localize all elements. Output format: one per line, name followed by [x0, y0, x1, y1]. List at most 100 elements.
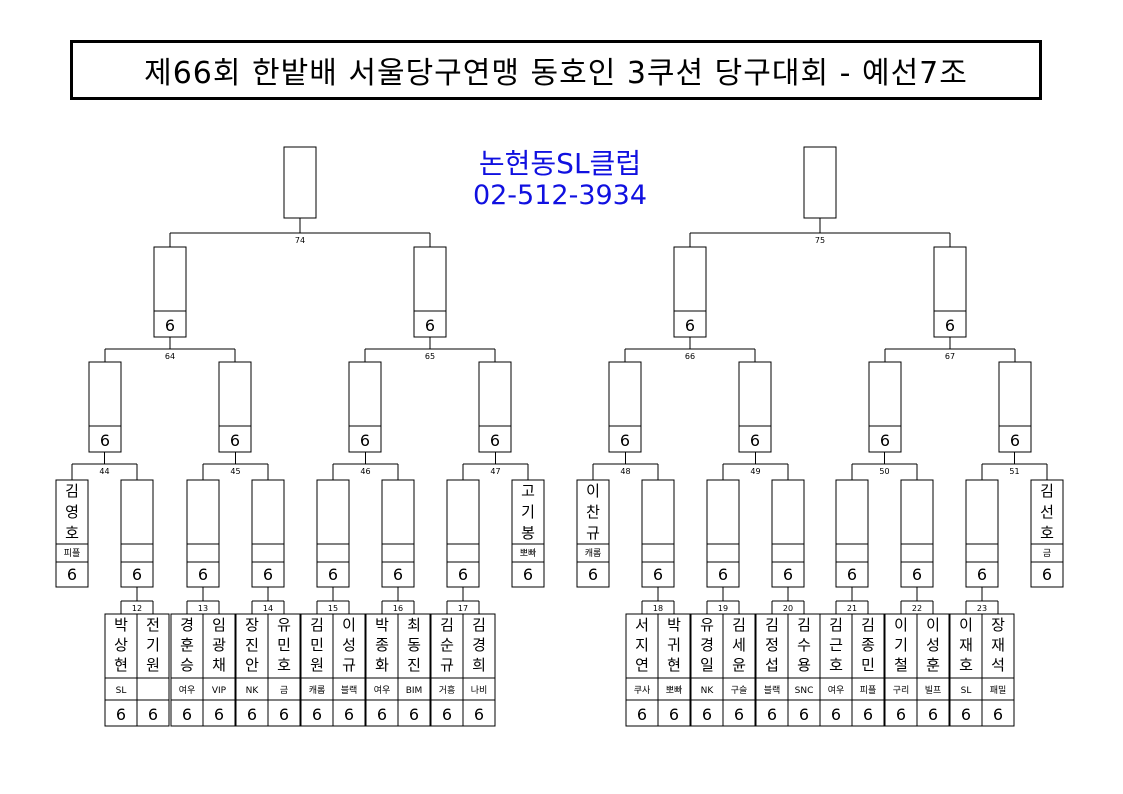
round2-slot-box: [641, 479, 675, 588]
player-score-cell: [884, 699, 918, 727]
bye-player-name: 영: [65, 503, 79, 521]
match-number: 19: [718, 604, 728, 613]
player-name: 수: [797, 636, 811, 654]
player-score-cell: [136, 699, 170, 727]
score-mark: 6: [377, 705, 387, 724]
player-club: 빌프: [925, 685, 942, 696]
score-mark: 6: [767, 705, 777, 724]
score-mark: 6: [620, 431, 630, 450]
player-name-cell: [690, 613, 724, 679]
player-club: 금: [280, 685, 288, 696]
bye-player-club: 피플: [64, 548, 81, 559]
player-name: 김: [861, 616, 875, 634]
score-mark: 6: [912, 565, 922, 584]
player-name: 윤: [732, 656, 746, 674]
match-number: 51: [1009, 467, 1019, 476]
player-club: BIM: [406, 686, 423, 696]
player-club: SNC: [795, 686, 814, 696]
score-mark: 6: [312, 705, 322, 724]
match-number: 66: [685, 352, 695, 361]
player-name-cell: [462, 613, 496, 679]
player-score-cell: [981, 699, 1015, 727]
player-name: 규: [440, 656, 454, 674]
player-club: 여우: [828, 684, 845, 696]
player-name: 동: [407, 636, 421, 654]
player-name: 성: [926, 636, 940, 654]
player-name-cell: [104, 613, 138, 679]
player-name: 진: [245, 636, 259, 654]
player-name: 성: [342, 636, 356, 654]
bye-player-name: 김: [65, 482, 79, 500]
player-name: 이: [959, 616, 973, 634]
score-mark: 6: [718, 565, 728, 584]
player-score-cell: [104, 699, 138, 727]
round4-slot-box: [673, 246, 707, 338]
bye-player-name: 김: [1040, 482, 1054, 500]
player-name: 민: [310, 636, 324, 654]
score-mark: 6: [182, 705, 192, 724]
player-name: 석: [991, 656, 1005, 674]
score-mark: 6: [863, 705, 873, 724]
player-name: 화: [375, 656, 389, 674]
bye-player-club: 뽀빠: [520, 548, 537, 559]
winner-box: [803, 146, 837, 219]
player-club: 패밀: [990, 684, 1007, 696]
player-score-cell: [787, 699, 821, 727]
player-club-cell: [136, 677, 170, 701]
player-name: 호: [959, 656, 973, 674]
score-mark: 6: [1042, 565, 1052, 584]
score-mark: 6: [847, 565, 857, 584]
player-club: 나비: [471, 685, 488, 696]
player-name: 김: [472, 616, 486, 634]
player-score-cell: [625, 699, 659, 727]
player-name-cell: [300, 613, 334, 679]
round2-slot-box: [706, 479, 740, 588]
player-name: 김: [797, 616, 811, 634]
tournament-title: 제66회 한밭배 서울당구연맹 동호인 3쿠션 당구대회 - 예선7조: [70, 40, 1042, 100]
score-mark: 6: [360, 431, 370, 450]
round2-slot-box: [835, 479, 869, 588]
player-name: 연: [635, 656, 649, 674]
score-mark: 6: [214, 705, 224, 724]
player-score-cell: [170, 699, 204, 727]
score-mark: 6: [67, 565, 77, 584]
player-club: 피플: [860, 685, 877, 696]
winner-box: [283, 146, 317, 219]
player-club: 블랙: [341, 685, 358, 696]
bye-player-name: 이: [586, 482, 600, 500]
player-score-cell: [397, 699, 431, 727]
player-score-cell: [690, 699, 724, 727]
player-name: 김: [765, 616, 779, 634]
player-name: 경: [700, 636, 714, 654]
club-phone: 02-512-3934: [472, 180, 648, 211]
score-mark: 6: [783, 565, 793, 584]
player-name: 민: [277, 636, 291, 654]
bye-box: [1030, 479, 1064, 588]
player-score-cell: [819, 699, 853, 727]
player-score-cell: [916, 699, 950, 727]
score-mark: 6: [945, 316, 955, 335]
player-name: 철: [894, 656, 908, 674]
player-name: 김: [732, 616, 746, 634]
player-name: 김: [440, 616, 454, 634]
player-name: 현: [114, 656, 128, 674]
match-number: 17: [458, 604, 468, 613]
player-name: 유: [700, 616, 714, 634]
player-name-cell: [365, 613, 399, 679]
round2-slot-box: [446, 479, 480, 588]
player-score-cell: [430, 699, 464, 727]
match-number: 23: [977, 604, 987, 613]
player-score-cell: [365, 699, 399, 727]
player-name: 희: [472, 656, 486, 674]
player-name: 안: [245, 656, 259, 674]
player-name: 장: [991, 616, 1005, 634]
round3-slot-box: [478, 361, 512, 453]
match-number: 64: [165, 352, 175, 361]
round2-slot-box: [316, 479, 350, 588]
bye-player-name: 기: [521, 503, 535, 521]
round2-slot-box: [186, 479, 220, 588]
score-mark: 6: [100, 431, 110, 450]
player-club: SL: [116, 686, 127, 696]
match-number: 15: [328, 604, 338, 613]
player-score-cell: [202, 699, 236, 727]
